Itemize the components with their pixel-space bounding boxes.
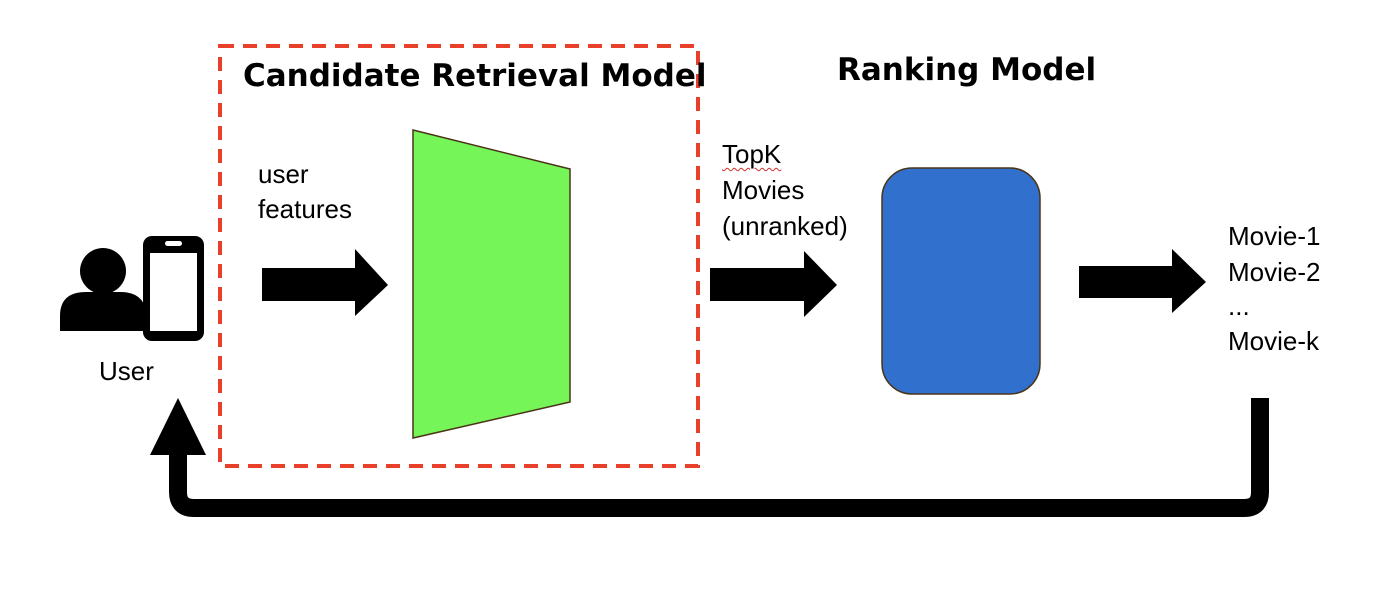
ranked-output-arrow [1079, 249, 1206, 313]
user-label: User [99, 356, 154, 386]
output-movie-k: Movie-k [1228, 326, 1320, 356]
ranking-model-box [881, 167, 1041, 395]
phone-icon [143, 236, 204, 341]
user-features-label-line2: features [258, 194, 352, 224]
topk-label-line3: (unranked) [722, 211, 848, 241]
topk-label-line2: Movies [722, 175, 805, 205]
retrieval-model-shape [412, 129, 571, 439]
output-movie-2: Movie-2 [1228, 257, 1321, 287]
retrieval-model-frame [218, 44, 700, 468]
retrieval-model-title: Candidate Retrieval Model [243, 58, 707, 94]
output-ellipsis: ... [1228, 291, 1250, 321]
topk-label-line1: TopK [722, 139, 782, 169]
user-features-arrow [262, 249, 388, 316]
topk-arrow [710, 251, 837, 317]
output-movie-1: Movie-1 [1228, 221, 1321, 251]
user-icon [60, 248, 146, 331]
user-features-label-line1: user [258, 159, 309, 189]
ranking-model-title: Ranking Model [837, 52, 1097, 88]
feedback-loop-arrow [150, 398, 1269, 517]
